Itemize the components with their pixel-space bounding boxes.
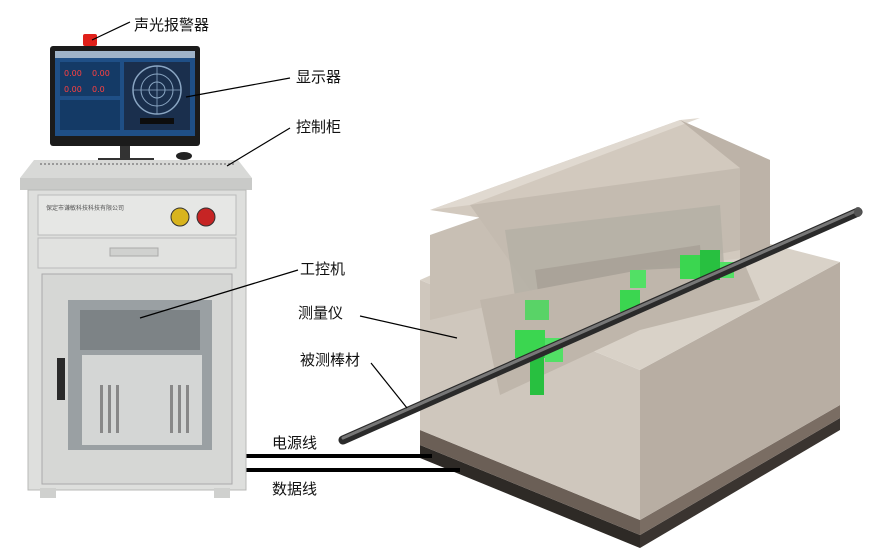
red-button [196, 207, 216, 227]
measuring-gauge [420, 118, 840, 548]
readout-2: 0.00 [92, 69, 110, 78]
label-data-line: 数据线 [272, 480, 317, 498]
alarm-light [83, 34, 97, 46]
label-alarm: 声光报警器 [134, 16, 209, 34]
readout-1: 0.00 [64, 69, 82, 78]
readout-3: 0.00 [64, 85, 82, 94]
label-gauge: 测量仪 [298, 304, 343, 322]
monitor: 0.00 0.00 0.00 0.0 [50, 46, 200, 162]
label-rod: 被测棒材 [300, 351, 360, 369]
rod [338, 207, 863, 445]
label-power-line: 电源线 [272, 434, 317, 452]
control-cabinet: 0.00 0.00 0.00 0.0 保定市谦敏科技科技有限公司 [20, 34, 252, 498]
label-cabinet: 控制柜 [296, 118, 341, 136]
company-text: 保定市谦敏科技科技有限公司 [46, 204, 124, 212]
label-ipc: 工控机 [300, 260, 345, 278]
leader-lines [91, 21, 458, 409]
cables [236, 454, 460, 472]
yellow-button [170, 207, 190, 227]
readout-4: 0.0 [92, 85, 105, 94]
label-display: 显示器 [296, 68, 341, 86]
